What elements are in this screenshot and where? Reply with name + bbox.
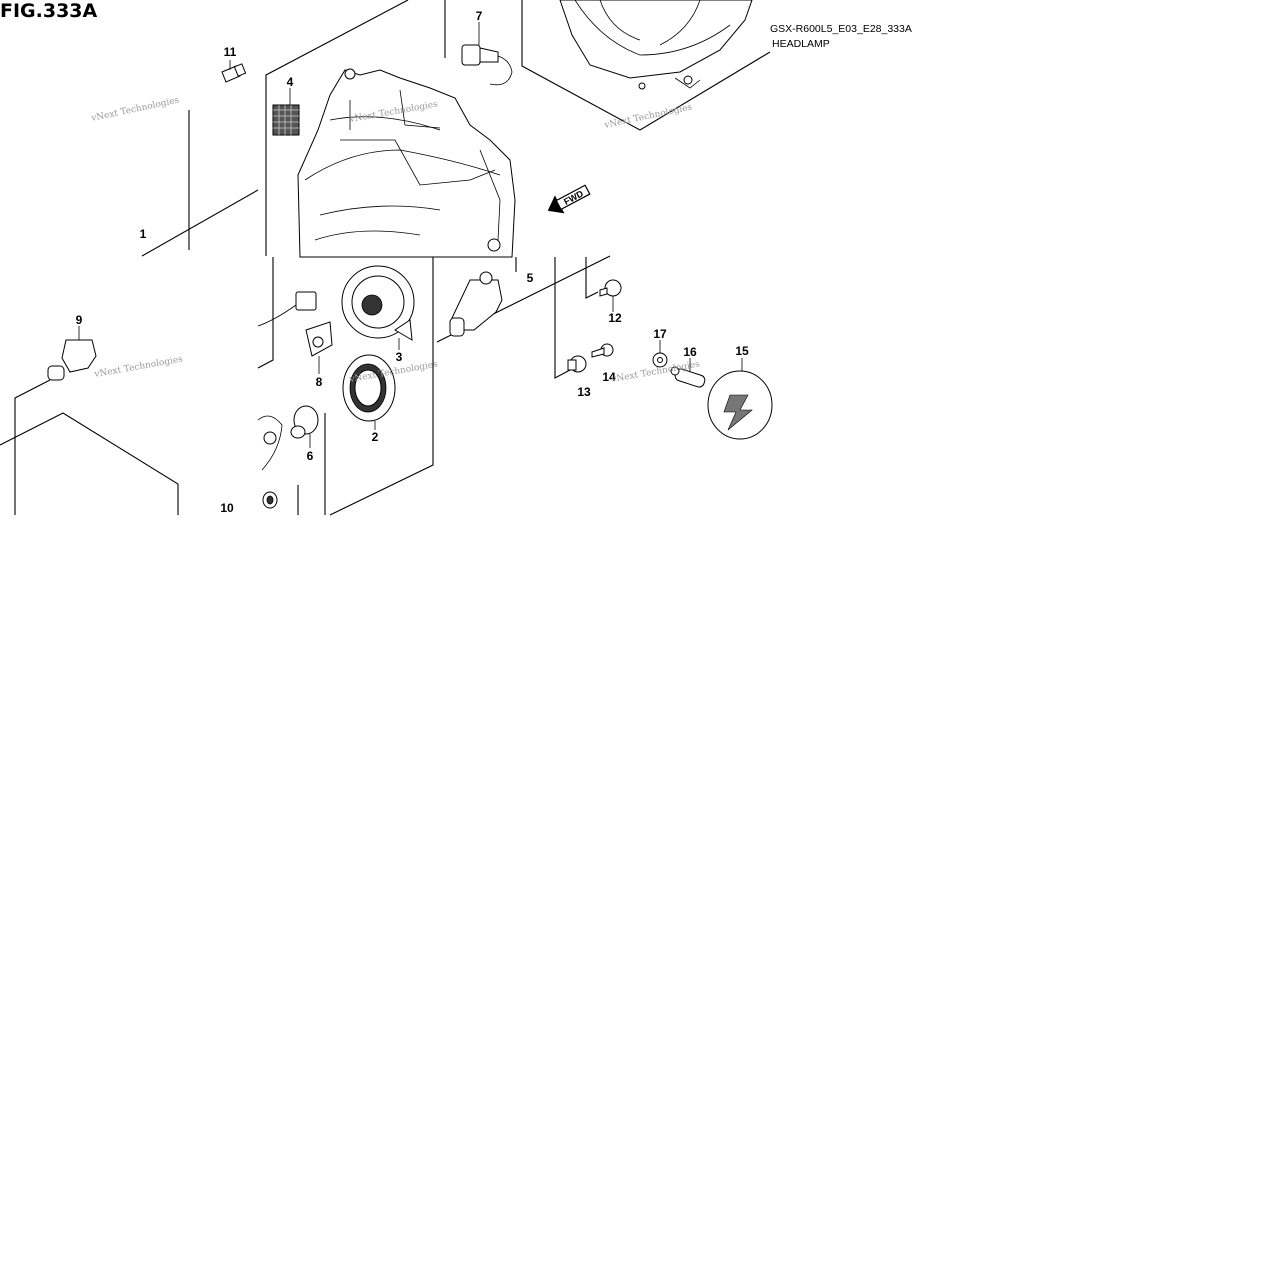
callout-1: 1 bbox=[140, 227, 147, 241]
upper-cowl bbox=[559, 0, 753, 90]
callout-3: 3 bbox=[396, 350, 403, 364]
seal-ring-part-2 bbox=[342, 354, 396, 422]
bolt-part-14 bbox=[591, 343, 614, 358]
watermark: vNext Technologies bbox=[93, 355, 184, 381]
callout-4: 4 bbox=[287, 75, 294, 89]
connector-part-8 bbox=[257, 291, 333, 357]
callout-16: 16 bbox=[683, 345, 697, 359]
figure-title: FIG.333A bbox=[0, 0, 98, 22]
grommet-part-6 bbox=[257, 405, 319, 471]
grommet-part-10 bbox=[262, 491, 278, 509]
callout-15: 15 bbox=[735, 344, 749, 358]
callout-numbers: 1 2 3 4 5 6 7 8 9 10 11 12 13 14 15 16 1… bbox=[76, 9, 749, 515]
projector-part-3 bbox=[341, 265, 415, 341]
callout-13: 13 bbox=[577, 385, 591, 399]
section-name: HEADLAMP bbox=[772, 38, 830, 50]
bulb-part-5 bbox=[449, 271, 503, 337]
callout-8: 8 bbox=[316, 375, 323, 389]
callout-17: 17 bbox=[653, 327, 667, 341]
cap-part-15 bbox=[707, 370, 773, 440]
callout-14: 14 bbox=[602, 370, 616, 384]
bulb-part-11 bbox=[221, 63, 247, 83]
headlamp-housing bbox=[297, 68, 516, 258]
callout-9: 9 bbox=[76, 313, 83, 327]
watermark: vNext Technologies bbox=[90, 95, 181, 124]
nut-part-13 bbox=[567, 355, 587, 373]
adjuster-part-16 bbox=[670, 366, 706, 388]
callout-5: 5 bbox=[527, 271, 534, 285]
forward-arrow: FWD bbox=[547, 184, 591, 214]
reflector-part-4 bbox=[272, 104, 300, 136]
model-code: GSX-R600L5_E03_E28_333A bbox=[770, 23, 912, 35]
callout-2: 2 bbox=[372, 430, 379, 444]
bulb-part-9 bbox=[47, 339, 97, 381]
callout-12: 12 bbox=[608, 311, 622, 325]
callout-6: 6 bbox=[307, 449, 314, 463]
washer-part-17 bbox=[652, 352, 668, 368]
callout-leaders bbox=[78, 22, 743, 448]
callout-10: 10 bbox=[220, 501, 234, 515]
callout-7: 7 bbox=[476, 9, 483, 23]
screw-part-12 bbox=[599, 279, 622, 297]
socket-part-7 bbox=[461, 44, 513, 86]
callout-11: 11 bbox=[224, 45, 237, 59]
